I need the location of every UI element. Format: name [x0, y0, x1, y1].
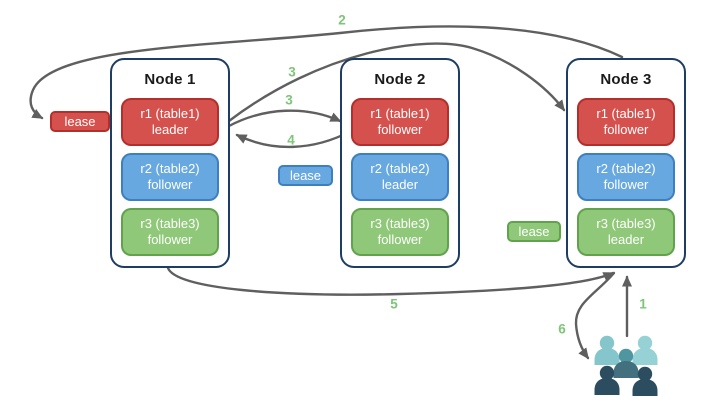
- lease-chip-table3: lease: [507, 221, 561, 242]
- users-icon: [594, 335, 658, 396]
- arrow-step-3-replicate-to-node3: [227, 42, 566, 123]
- lease-chip-table2: lease: [278, 165, 333, 186]
- replica-role: leader: [381, 177, 419, 192]
- node-1-replica-r2: r2 (table2) follower: [121, 153, 219, 201]
- replica-role: follower: [147, 232, 193, 247]
- arrow-step-2-lease-transfer: [29, 25, 624, 120]
- replica-role: leader: [151, 122, 189, 137]
- replica-role: leader: [607, 232, 645, 247]
- step-label-2: 2: [338, 12, 346, 28]
- node-2-box: Node 2 r1 (table1) follower r2 (table2) …: [340, 58, 460, 268]
- replica-role: follower: [377, 122, 423, 137]
- replica-name: r2 (table2): [140, 161, 200, 176]
- step-label-3-upper: 3: [288, 64, 296, 80]
- node-3-replica-r1: r1 (table1) follower: [577, 98, 675, 146]
- replica-name: r1 (table1): [370, 106, 430, 121]
- arrow-step-6-response-to-users: [574, 271, 616, 360]
- replica-name: r3 (table3): [140, 216, 200, 231]
- node-2-replica-r3: r3 (table3) follower: [351, 208, 449, 256]
- replica-name: r1 (table1): [140, 106, 200, 121]
- replica-name: r3 (table3): [370, 216, 430, 231]
- replica-role: follower: [603, 177, 649, 192]
- node-3-title: Node 3: [600, 71, 652, 88]
- replica-name: r3 (table3): [596, 216, 656, 231]
- replica-name: r2 (table2): [596, 161, 656, 176]
- node-1-title: Node 1: [144, 71, 196, 88]
- node-2-title: Node 2: [374, 71, 426, 88]
- node-2-replica-r1: r1 (table1) follower: [351, 98, 449, 146]
- node-1-box: Node 1 r1 (table1) leader r2 (table2) fo…: [110, 58, 230, 268]
- node-2-replica-r2: r2 (table2) leader: [351, 153, 449, 201]
- replica-name: r1 (table1): [596, 106, 656, 121]
- lease-chip-table1: lease: [50, 111, 110, 132]
- node-3-box: Node 3 r1 (table1) follower r2 (table2) …: [566, 58, 686, 268]
- node-1-replica-r3: r3 (table3) follower: [121, 208, 219, 256]
- node-3-replica-r3: r3 (table3) leader: [577, 208, 675, 256]
- step-label-5: 5: [390, 296, 398, 312]
- node-3-replica-r2: r2 (table2) follower: [577, 153, 675, 201]
- replica-name: r2 (table2): [370, 161, 430, 176]
- replica-role: follower: [147, 177, 193, 192]
- node-1-replica-r1: r1 (table1) leader: [121, 98, 219, 146]
- arrow-step-4-ack: [235, 129, 353, 149]
- step-label-1: 1: [639, 296, 647, 312]
- arrow-step-5-node1-to-node3: [166, 266, 615, 296]
- step-label-6: 6: [558, 321, 566, 337]
- step-label-4: 4: [287, 132, 295, 148]
- step-label-3-lower: 3: [285, 92, 293, 108]
- replica-role: follower: [603, 122, 649, 137]
- replica-role: follower: [377, 232, 423, 247]
- arrow-step-3-replicate-to-node2: [227, 109, 342, 128]
